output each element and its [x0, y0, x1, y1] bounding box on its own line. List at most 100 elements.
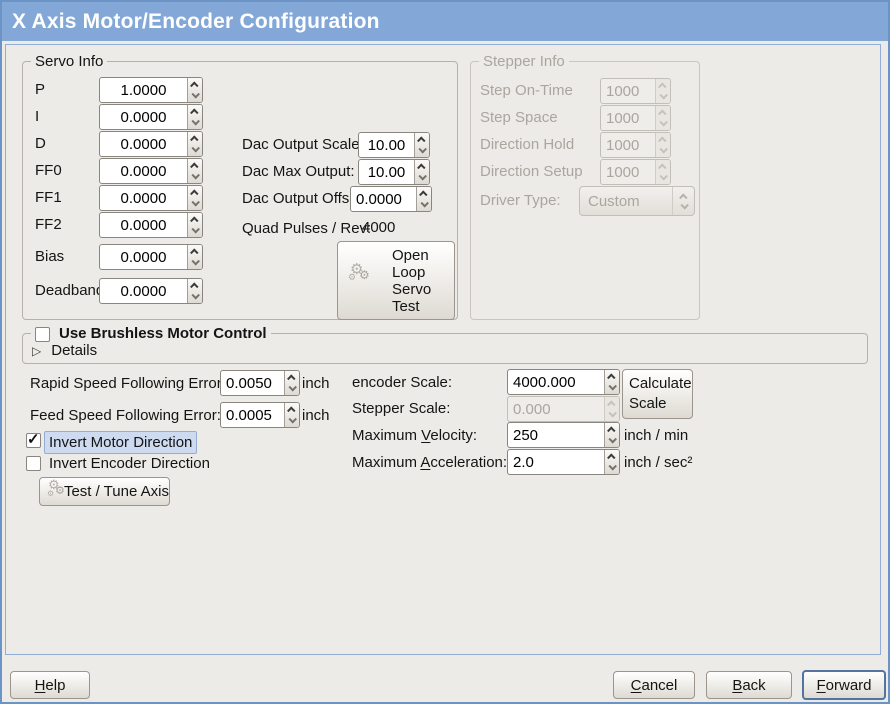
- spin-up-icon[interactable]: [417, 163, 426, 172]
- p-spin-entry[interactable]: 1.0000: [120, 81, 167, 99]
- deadband-spin-entry[interactable]: 0.0000: [120, 282, 167, 300]
- ff2-spin-buttons[interactable]: [187, 213, 202, 237]
- rapid-following-error-entry[interactable]: 0.0050: [226, 374, 272, 392]
- spin-up-icon[interactable]: [190, 189, 199, 198]
- dac-output-offset-label: Dac Output Offset:: [242, 190, 366, 207]
- spin-up-icon[interactable]: [190, 216, 199, 225]
- use-brushless-label: Use Brushless Motor Control: [59, 325, 267, 342]
- forward-button[interactable]: Forward: [802, 670, 886, 700]
- spin-up-icon[interactable]: [419, 190, 428, 199]
- p-spin-buttons[interactable]: [187, 78, 202, 102]
- dac-output-scale-entry[interactable]: 10.00: [367, 136, 406, 154]
- calculate-scale-button[interactable]: Calculate Scale: [622, 369, 693, 419]
- spin-down-icon[interactable]: [191, 291, 200, 300]
- dac-output-offset-spinbox[interactable]: 0.0000: [350, 186, 432, 212]
- ff0-spin-buttons[interactable]: [187, 159, 202, 183]
- spin-up-icon[interactable]: [190, 81, 199, 90]
- i-spin-buttons[interactable]: [187, 105, 202, 129]
- bias-spin-entry[interactable]: 0.0000: [120, 248, 167, 266]
- spin-down-icon[interactable]: [418, 145, 427, 154]
- maximum-acceleration-entry[interactable]: 2.0: [513, 453, 534, 471]
- spin-down-icon[interactable]: [191, 171, 200, 180]
- rapid-following-error-label: Rapid Speed Following Error:: [30, 375, 226, 392]
- rapid-following-error-spinbox[interactable]: 0.0050: [220, 370, 300, 396]
- ff1-label: FF1: [35, 189, 62, 206]
- spin-down-icon[interactable]: [191, 90, 200, 99]
- dac-output-scale-spinbox[interactable]: 10.00: [358, 132, 430, 158]
- ff1-spin-buttons[interactable]: [187, 186, 202, 210]
- bias-spinbox[interactable]: 0.0000: [99, 244, 203, 270]
- bias-spin-buttons[interactable]: [187, 245, 202, 269]
- spin-up-icon[interactable]: [190, 108, 199, 117]
- spin-down-icon[interactable]: [191, 198, 200, 207]
- spin-up-icon[interactable]: [417, 136, 426, 145]
- spin-down-icon[interactable]: [191, 257, 200, 266]
- feed-following-error-spinbox[interactable]: 0.0005: [220, 402, 300, 428]
- spin-buttons[interactable]: [414, 160, 429, 184]
- deadband-spin-buttons[interactable]: [187, 279, 202, 303]
- spin-up-icon[interactable]: [287, 374, 296, 383]
- quad-pulses-value: 4000: [362, 219, 396, 236]
- spin-buttons[interactable]: [284, 371, 299, 395]
- invert-motor-label[interactable]: Invert Motor Direction: [44, 431, 198, 454]
- spin-up-icon[interactable]: [287, 406, 296, 415]
- maximum-velocity-spinbox[interactable]: 250: [507, 422, 620, 448]
- spin-down-icon[interactable]: [608, 435, 617, 444]
- encoder-scale-spinbox[interactable]: 4000.000: [507, 369, 620, 395]
- spin-down-icon[interactable]: [608, 382, 617, 391]
- d-spinbox[interactable]: 0.0000: [99, 131, 203, 157]
- spin-down-icon[interactable]: [420, 199, 429, 208]
- dac-max-output-entry[interactable]: 10.00: [367, 163, 406, 181]
- back-button[interactable]: Back: [706, 671, 792, 699]
- spin-buttons[interactable]: [284, 403, 299, 427]
- spin-down-icon[interactable]: [418, 172, 427, 181]
- invert-encoder-checkbox[interactable]: [26, 456, 41, 471]
- spin-down-icon[interactable]: [191, 225, 200, 234]
- cancel-button[interactable]: Cancel: [613, 671, 695, 699]
- i-spin-entry[interactable]: 0.0000: [120, 108, 167, 126]
- ff2-spinbox[interactable]: 0.0000: [99, 212, 203, 238]
- maximum-velocity-entry[interactable]: 250: [513, 426, 539, 444]
- spin-buttons[interactable]: [414, 133, 429, 157]
- spin-buttons[interactable]: [604, 450, 619, 474]
- ff2-spin-entry[interactable]: 0.0000: [120, 216, 167, 234]
- ff1-spin-entry[interactable]: 0.0000: [120, 189, 167, 207]
- spin-down-icon[interactable]: [191, 144, 200, 153]
- encoder-scale-entry[interactable]: 4000.000: [513, 373, 576, 391]
- spin-buttons[interactable]: [416, 187, 431, 211]
- use-brushless-checkbox[interactable]: [35, 326, 50, 342]
- d-spin-entry[interactable]: 0.0000: [120, 135, 167, 153]
- spin-up-icon[interactable]: [190, 248, 199, 257]
- invert-motor-checkbox[interactable]: ✓: [26, 431, 41, 448]
- spin-up-icon[interactable]: [607, 373, 616, 382]
- test-tune-axis-button[interactable]: ⚙⚙⚙ Test / Tune Axis: [39, 477, 170, 506]
- invert-encoder-label[interactable]: Invert Encoder Direction: [49, 455, 210, 472]
- deadband-spinbox[interactable]: 0.0000: [99, 278, 203, 304]
- spin-down-icon[interactable]: [288, 415, 297, 424]
- maximum-acceleration-spinbox[interactable]: 2.0: [507, 449, 620, 475]
- open-loop-servo-test-button[interactable]: ⚙⚙⚙ Open Loop Servo Test: [337, 241, 455, 320]
- acceleration-unit-label: inch / sec²: [624, 454, 693, 471]
- spin-buttons[interactable]: [604, 370, 619, 394]
- feed-following-error-entry[interactable]: 0.0005: [226, 406, 272, 424]
- expander-arrow-icon: ▷: [32, 343, 42, 358]
- dac-max-output-spinbox[interactable]: 10.00: [358, 159, 430, 185]
- spin-up-icon[interactable]: [190, 162, 199, 171]
- details-expander[interactable]: ▷ Details: [32, 342, 97, 359]
- spin-down-icon[interactable]: [288, 383, 297, 392]
- i-spinbox[interactable]: 0.0000: [99, 104, 203, 130]
- spin-buttons[interactable]: [604, 423, 619, 447]
- spin-up-icon[interactable]: [607, 426, 616, 435]
- dac-output-offset-entry[interactable]: 0.0000: [356, 190, 402, 208]
- help-button[interactable]: Help: [10, 671, 90, 699]
- spin-up-icon[interactable]: [190, 282, 199, 291]
- ff1-spinbox[interactable]: 0.0000: [99, 185, 203, 211]
- ff0-spin-entry[interactable]: 0.0000: [120, 162, 167, 180]
- spin-down-icon[interactable]: [608, 462, 617, 471]
- ff0-spinbox[interactable]: 0.0000: [99, 158, 203, 184]
- spin-up-icon[interactable]: [607, 453, 616, 462]
- spin-up-icon[interactable]: [190, 135, 199, 144]
- p-spinbox[interactable]: 1.0000: [99, 77, 203, 103]
- spin-down-icon[interactable]: [191, 117, 200, 126]
- d-spin-buttons[interactable]: [187, 132, 202, 156]
